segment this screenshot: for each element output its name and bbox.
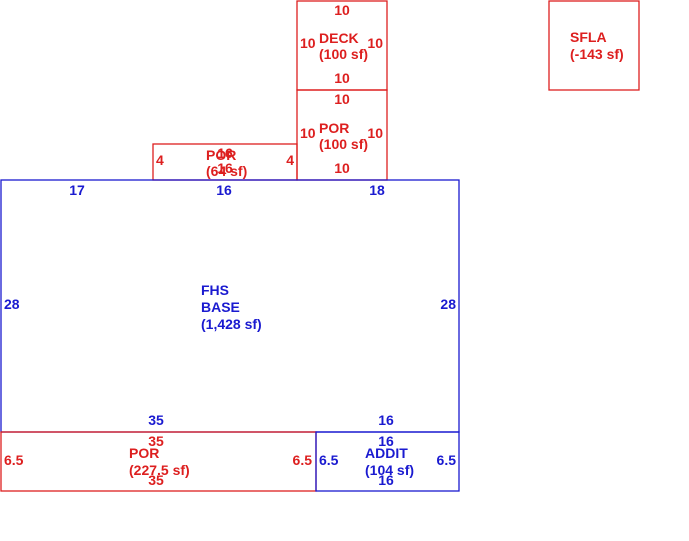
deck-area: (100 sf) [319,46,368,62]
por-small-dim-top: 16 [217,145,233,161]
addit-label: ADDIT [365,445,408,461]
sfla-outline [548,0,640,91]
area-por-bottom: POR (227.5 sf) 35 35 6.5 6.5 [0,431,317,492]
area-fhs-base: FHS BASE (1,428 sf) 17 16 18 28 28 35 16 [0,179,460,433]
fhs-base-dim-bottom-left: 35 [148,412,164,428]
por-upper-dim-left: 10 [300,125,316,141]
addit-outline [315,431,460,492]
deck-dim-top: 10 [334,2,350,18]
por-upper-area: (100 sf) [319,136,368,152]
addit-area: (104 sf) [365,462,414,478]
por-bottom-dim-right: 6.5 [293,452,313,468]
area-sfla: SFLA (-143 sf) [548,0,640,91]
addit-dim-top: 16 [378,433,394,449]
por-bottom-dim-left: 6.5 [4,452,24,468]
deck-dim-bottom: 10 [334,70,350,86]
area-deck: DECK (100 sf) 10 10 10 10 [296,0,388,91]
por-small-dim-left: 4 [156,152,164,168]
deck-label: DECK [319,30,359,46]
por-upper-dim-bottom: 10 [334,160,350,176]
fhs-base-dim-bottom-right: 16 [378,412,394,428]
deck-dim-left: 10 [300,35,316,51]
fhs-base-dim-left: 28 [4,296,20,312]
fhs-base-dim-right: 28 [440,296,456,312]
por-small-dim-bottom: 16 [217,160,233,176]
fhs-base-area: (1,428 sf) [201,316,262,332]
sfla-label: SFLA [570,29,607,45]
addit-dim-bottom: 16 [378,472,394,488]
por-upper-label: POR [319,120,349,136]
por-small-label: POR [206,147,236,163]
por-bottom-label: POR [129,445,159,461]
fhs-base-label-line1: FHS [201,282,229,298]
por-upper-dim-right: 10 [367,125,383,141]
fhs-base-dim-top-left: 17 [69,182,85,198]
por-upper-dim-top: 10 [334,91,350,107]
por-bottom-area: (227.5 sf) [129,462,190,478]
deck-dim-right: 10 [367,35,383,51]
fhs-base-dim-top-mid: 16 [216,182,232,198]
addit-dim-left: 6.5 [319,452,339,468]
por-bottom-dim-bottom: 35 [148,472,164,488]
area-por-small: POR (64 sf) 16 16 4 4 [152,143,298,181]
por-small-area: (64 sf) [206,163,247,179]
addit-dim-right: 6.5 [437,452,457,468]
sfla-area: (-143 sf) [570,46,624,62]
por-small-dim-right: 4 [286,152,294,168]
por-bottom-dim-top: 35 [148,433,164,449]
fhs-base-label-line2: BASE [201,299,240,315]
area-addit: ADDIT (104 sf) 16 16 6.5 6.5 [315,431,460,492]
area-por-upper: POR (100 sf) 10 10 10 10 [296,89,388,181]
fhs-base-dim-top-right: 18 [369,182,385,198]
